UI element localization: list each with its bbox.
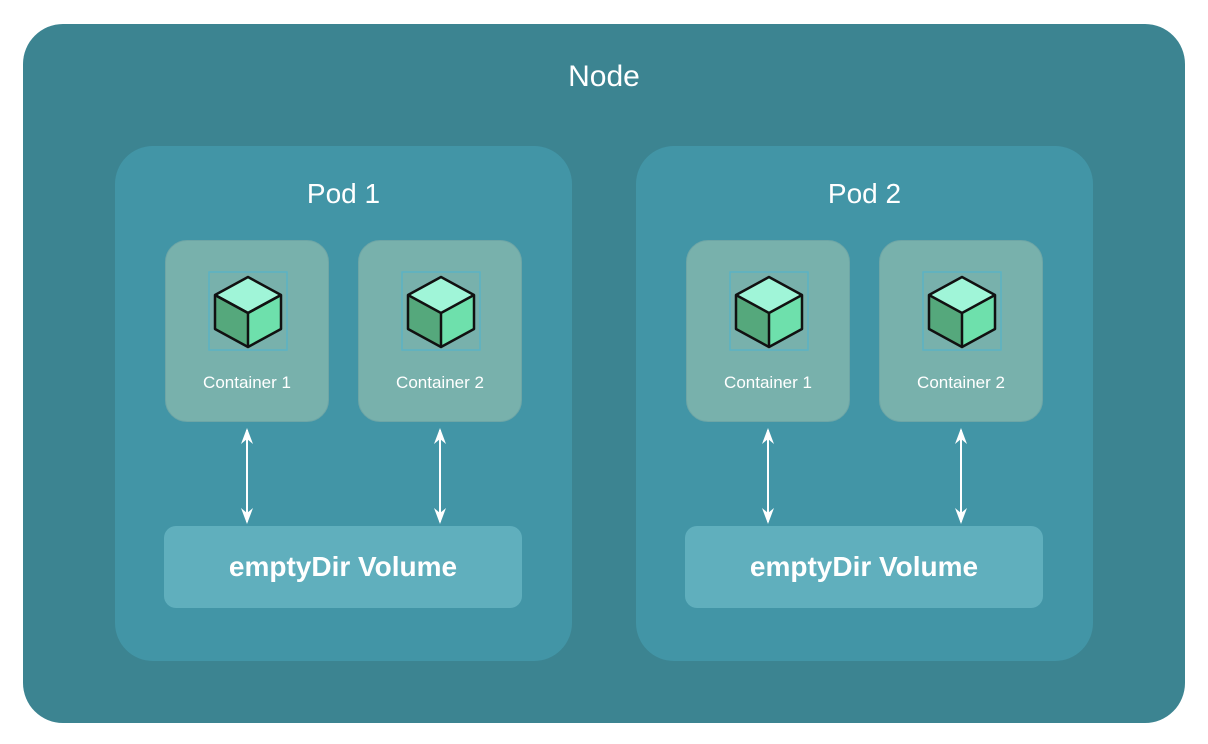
node-box: Node Pod 1 Container 1 Container 2 empty…	[23, 24, 1185, 723]
container-label: Container 2	[917, 373, 1005, 392]
container-label: Container 2	[396, 373, 484, 392]
bidirectional-arrow	[434, 428, 446, 524]
bidirectional-arrow	[241, 428, 253, 524]
container-2: Container 2	[358, 240, 522, 422]
node-title: Node	[568, 60, 640, 93]
cube-icon	[208, 271, 288, 351]
pod-1: Pod 1 Container 1 Container 2 emptyDir V…	[115, 146, 572, 661]
container-2: Container 2	[879, 240, 1043, 422]
cube-icon	[922, 271, 1002, 351]
volume-label: emptyDir Volume	[228, 551, 458, 582]
emptydir-volume: emptyDir Volume	[685, 526, 1043, 608]
container-1: Container 1	[686, 240, 850, 422]
container-label: Container 1	[203, 373, 291, 392]
cube-icon	[401, 271, 481, 351]
pod-title: Pod 1	[306, 178, 381, 209]
pod-title: Pod 2	[827, 178, 902, 209]
pod-2: Pod 2 Container 1 Container 2 emptyDir V…	[636, 146, 1093, 661]
container-1: Container 1	[165, 240, 329, 422]
bidirectional-arrow	[955, 428, 967, 524]
volume-label: emptyDir Volume	[749, 551, 979, 582]
cube-icon	[729, 271, 809, 351]
emptydir-volume: emptyDir Volume	[164, 526, 522, 608]
container-label: Container 1	[724, 373, 812, 392]
bidirectional-arrow	[762, 428, 774, 524]
